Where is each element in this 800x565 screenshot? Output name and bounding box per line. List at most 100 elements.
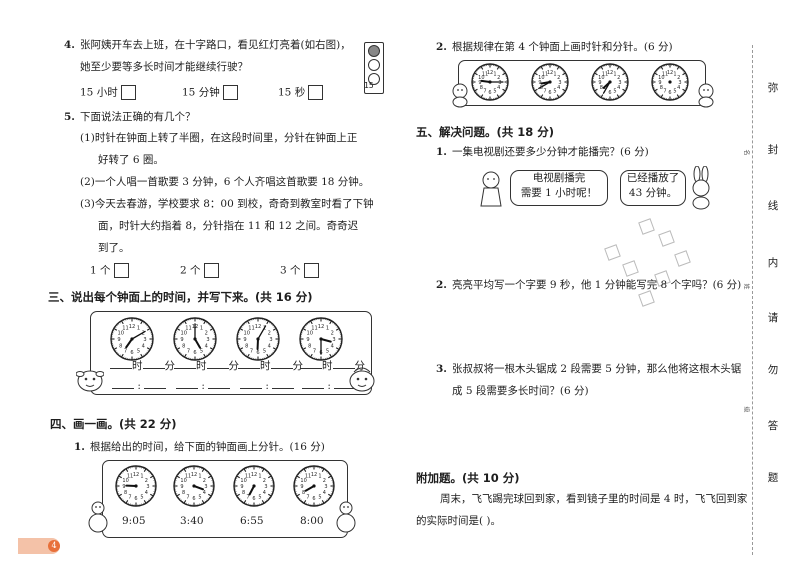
svg-text:5: 5: [326, 348, 329, 354]
svg-text:3: 3: [206, 337, 209, 343]
bonus-text-line2[interactable]: 的实际时间是( )。: [416, 515, 502, 527]
colon: :: [327, 380, 331, 392]
question-5-number: 5.: [64, 111, 75, 123]
q5-answer-box-c[interactable]: [303, 263, 319, 278]
svg-text:2: 2: [557, 75, 560, 81]
svg-text:12: 12: [487, 70, 493, 76]
svg-text:4: 4: [557, 85, 560, 91]
svg-text:4: 4: [497, 85, 500, 91]
svg-text:9: 9: [180, 337, 183, 343]
clock4-digital-blank[interactable]: :: [302, 378, 357, 393]
seal-cut-line: [752, 45, 753, 555]
svg-text:1: 1: [326, 326, 329, 332]
section-5-q1-text: 一集电视剧还要多少分钟才能播完？(6 分): [452, 146, 649, 158]
svg-text:1: 1: [318, 474, 321, 480]
section-5-q3-text-line2: 成 5 段需要多长时间？(6 分): [452, 385, 589, 397]
seal-char-4: 内: [767, 257, 779, 269]
svg-text:1: 1: [613, 71, 616, 77]
svg-text:6: 6: [134, 496, 137, 502]
svg-text:7: 7: [663, 89, 666, 95]
clock1-digital-blank[interactable]: :: [112, 378, 167, 393]
clock3-answer-blank[interactable]: 时分: [238, 358, 303, 373]
svg-text:3: 3: [498, 80, 501, 86]
cartoon-sheep-icon: [349, 367, 375, 392]
section-4-q1-text: 根据给出的时间，给下面的钟面画上分针。(16 分): [90, 441, 325, 453]
svg-text:1: 1: [493, 71, 496, 77]
svg-text:11: 11: [305, 474, 311, 480]
q4-option-b[interactable]: 15 分钟: [182, 85, 238, 100]
clock4-answer-blank[interactable]: 时分: [300, 358, 365, 373]
svg-text:5: 5: [553, 89, 556, 95]
svg-text:9: 9: [243, 337, 246, 343]
colon: :: [137, 380, 141, 392]
section-5-title: 五、解决问题。(共 18 分): [416, 125, 555, 139]
q5-option-a[interactable]: 1 个: [90, 263, 129, 278]
svg-text:7: 7: [483, 89, 486, 95]
clock3-digital-blank[interactable]: :: [240, 378, 295, 393]
svg-text:8: 8: [242, 490, 245, 496]
svg-text:6: 6: [312, 496, 315, 502]
svg-text:11: 11: [662, 71, 668, 77]
q4-option-b-label: 15 分钟: [182, 86, 220, 99]
svg-text:12: 12: [318, 324, 325, 330]
clock2-digital-blank[interactable]: :: [176, 378, 231, 393]
svg-text:10: 10: [538, 75, 544, 81]
q4-answer-box-b[interactable]: [222, 85, 238, 100]
snowman-icon: [88, 501, 108, 533]
svg-text:9: 9: [117, 337, 120, 343]
q5-option-b-label: 2 个: [180, 264, 201, 277]
snowman-icon: [336, 501, 356, 533]
svg-text:8: 8: [600, 85, 603, 91]
svg-text:4: 4: [268, 344, 271, 350]
svg-text:7: 7: [306, 494, 309, 500]
name-field-label: 名: [742, 149, 750, 156]
clock1-answer-blank[interactable]: 时分: [110, 358, 175, 373]
time-label-2: 3:40: [180, 515, 204, 527]
svg-text:9: 9: [180, 484, 183, 490]
svg-text:3: 3: [324, 484, 327, 490]
seal-char-5: 请: [767, 312, 779, 324]
q5-option-c[interactable]: 3 个: [280, 263, 319, 278]
svg-text:8: 8: [308, 344, 311, 350]
svg-text:4: 4: [145, 490, 148, 496]
svg-text:6: 6: [548, 90, 551, 96]
svg-text:2: 2: [677, 75, 680, 81]
q4-option-a[interactable]: 15 小时: [80, 85, 136, 100]
svg-text:6: 6: [488, 90, 491, 96]
q4-option-c[interactable]: 15 秒: [278, 85, 324, 100]
svg-text:5: 5: [318, 494, 321, 500]
svg-text:1: 1: [258, 474, 261, 480]
q4-answer-box-a[interactable]: [120, 85, 136, 100]
section-4-title: 四、画一画。(共 22 分): [50, 417, 177, 431]
svg-text:3: 3: [332, 337, 335, 343]
svg-text:12: 12: [547, 70, 553, 76]
svg-text:3: 3: [204, 484, 207, 490]
svg-text:1: 1: [137, 326, 140, 332]
minute-unit-label: 分: [164, 360, 176, 372]
svg-text:2: 2: [323, 478, 326, 484]
section-5-q3-number: 3.: [436, 363, 447, 375]
q5-option-b[interactable]: 2 个: [180, 263, 219, 278]
q5-answer-box-b[interactable]: [203, 263, 219, 278]
svg-text:6: 6: [668, 90, 671, 96]
svg-text:8: 8: [124, 490, 127, 496]
minute-unit-label: 分: [228, 360, 240, 372]
clock2-answer-blank[interactable]: 时分: [174, 358, 239, 373]
svg-text:7: 7: [313, 348, 316, 354]
svg-text:10: 10: [598, 75, 604, 81]
q5-item3-line2: 面，时针大约指着 8，分针指在 11 和 12 之间。奇奇迟: [98, 220, 359, 232]
svg-text:9: 9: [658, 80, 661, 86]
q4-answer-box-c[interactable]: [308, 85, 324, 100]
svg-text:3: 3: [558, 80, 561, 86]
q5-answer-box-a[interactable]: [113, 263, 129, 278]
section-5-q1-number: 1.: [436, 146, 447, 158]
svg-text:11: 11: [122, 326, 129, 332]
svg-text:12: 12: [251, 472, 257, 478]
svg-text:11: 11: [185, 326, 192, 332]
